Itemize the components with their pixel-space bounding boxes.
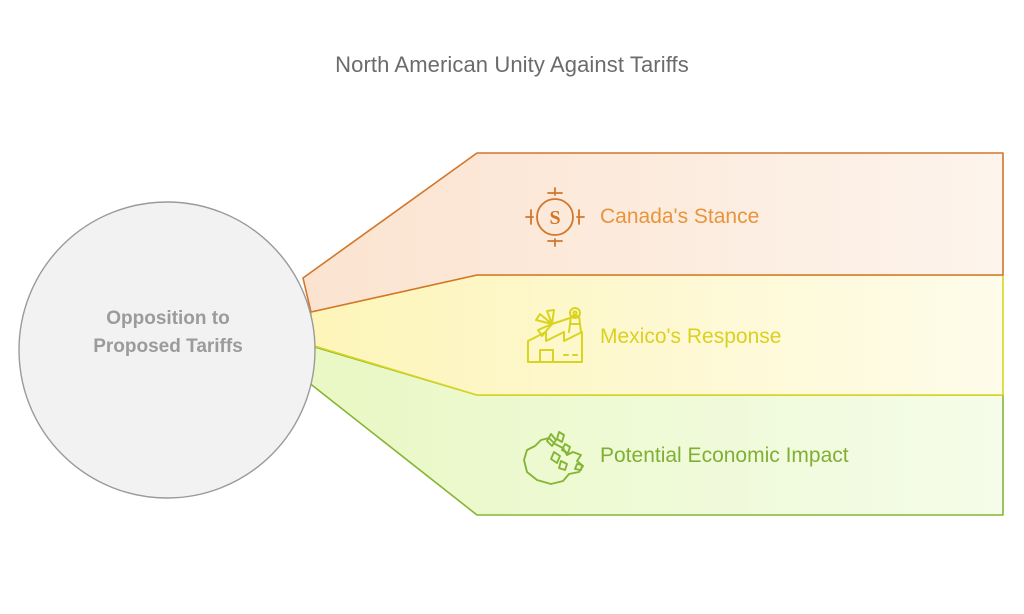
band-label-potential-economic-impact[interactable]: Potential Economic Impact: [600, 444, 849, 467]
svg-text:S: S: [549, 207, 560, 229]
factory-icon: [527, 307, 583, 363]
band-path-1: [302, 152, 1004, 313]
center-label: Opposition to Proposed Tariffs: [48, 305, 288, 361]
band-label-mexicos-response[interactable]: Mexico's Response: [600, 325, 782, 348]
band-label-canadas-stance[interactable]: Canada's Stance: [600, 205, 760, 228]
center-circle[interactable]: [18, 201, 316, 499]
center-label-line1: Opposition to: [106, 308, 230, 329]
center-label-line2: Proposed Tariffs: [93, 336, 243, 357]
canada-map-icon: [523, 431, 584, 485]
page-title: North American Unity Against Tariffs: [335, 52, 689, 77]
band-shape-canadas-stance[interactable]: [302, 152, 1004, 313]
money-target-icon: S: [525, 187, 585, 247]
